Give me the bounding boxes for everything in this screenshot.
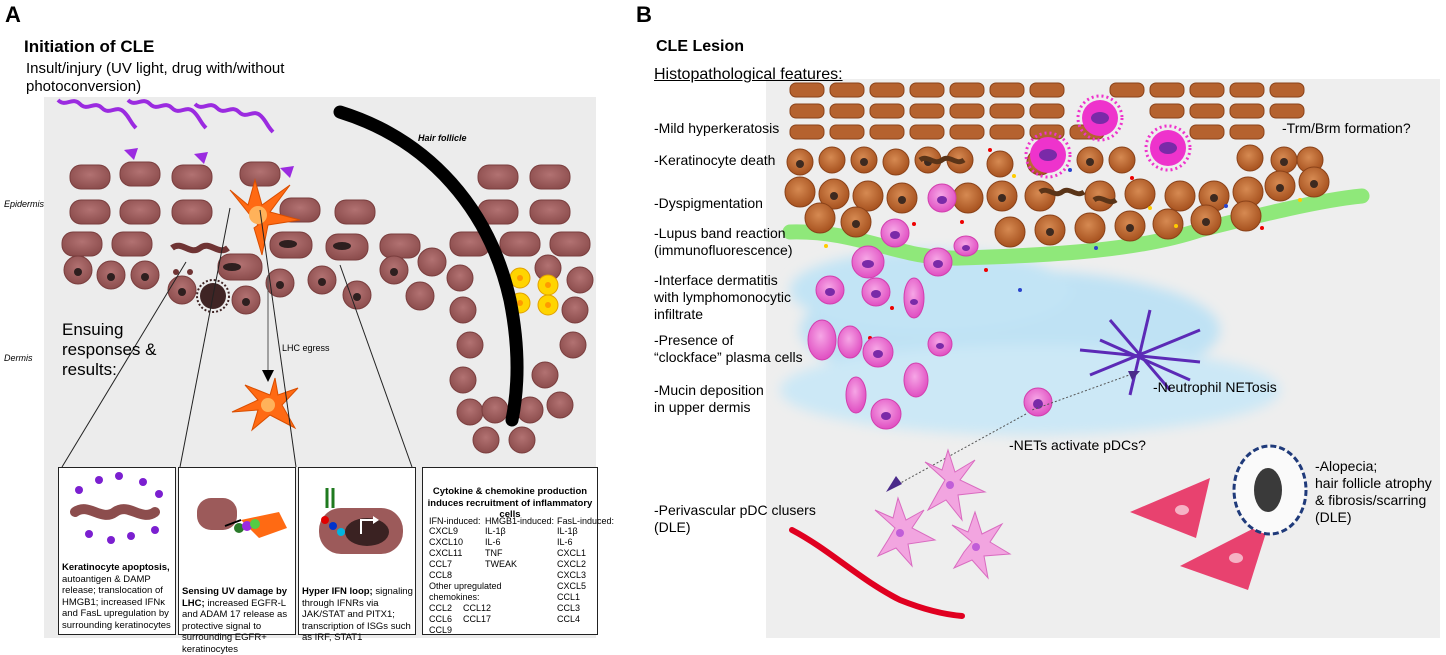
box1-text: autoantigen & DAMP release; translocatio… xyxy=(62,573,171,631)
box2-bold: Sensing UV damage by LHC; xyxy=(182,586,288,609)
box3-text: signaling through IFNRs via JAK/STAT and… xyxy=(302,586,413,643)
apoptosis-icon xyxy=(70,472,163,544)
blood-vessel xyxy=(789,527,965,619)
ifn-loop-icon xyxy=(319,488,403,554)
ensuing-label: Ensuing responses & results: xyxy=(62,320,157,379)
panel-b-letter: B xyxy=(636,2,652,27)
uv-arrowheads xyxy=(124,148,294,178)
trm-cells xyxy=(1024,94,1192,179)
box4-fasl-header: FasL-induced: xyxy=(557,516,615,526)
lhc-sensing-icon xyxy=(197,498,287,538)
lhc-egress-label: LHC egress xyxy=(282,343,330,353)
panel-b-illustration xyxy=(780,82,1370,619)
box4-other-header: Other upregulated chemokines: xyxy=(429,581,502,602)
feature-keratinocyte-death: -Keratinocyte death xyxy=(654,152,776,168)
migrating-langerhans-cell xyxy=(231,377,299,432)
feature-plasma-cells: -Presence of “clockface” plasma cells xyxy=(654,332,803,365)
box4-fasl-items: IL-1β IL-6 CXCL1 CXCL2 CXCL3 CXCL5 CCL1 … xyxy=(557,526,587,624)
box4-other-col2: CCL12 CCL17 xyxy=(463,603,492,624)
feature-dyspigmentation: -Dyspigmentation xyxy=(654,195,763,211)
epidermis-keratinocytes xyxy=(61,161,421,281)
trm-label: -Trm/Brm formation? xyxy=(1282,120,1411,136)
box4-other-col1: CCL2 CCL6 CCL9 xyxy=(429,603,453,635)
box4-ifn-header: IFN-induced: xyxy=(429,516,481,526)
feature-mucin: -Mucin deposition in upper dermis xyxy=(654,382,764,415)
neutrophil-nets xyxy=(1079,309,1201,396)
alopecia-label: -Alopecia; hair follicle atrophy & fibro… xyxy=(1315,458,1432,525)
atrophic-hair-follicle xyxy=(1232,444,1308,536)
netosis-label: -Neutrophil NETosis xyxy=(1153,379,1277,395)
panel-b-title: CLE Lesion xyxy=(656,38,745,55)
uv-light-rays xyxy=(56,98,275,134)
histo-heading: Histopathological features: xyxy=(654,66,843,83)
dying-keratinocytes xyxy=(918,155,1118,205)
panel-a-title: Initiation of CLE xyxy=(24,37,155,56)
feature-hyperkeratosis: -Mild hyperkeratosis xyxy=(654,120,780,136)
langerhans-cell xyxy=(229,178,301,256)
feature-pdc-clusters: -Perivascular pDC clusers (DLE) xyxy=(654,502,816,535)
box4-title: Cytokine & chemokine production induces … xyxy=(427,486,593,520)
box4-hmgb1-items: IL-1β IL-6 TNF TWEAK xyxy=(485,526,518,569)
feature-interface-dermatitis: -Interface dermatitis with lymphomonocyt… xyxy=(654,272,791,322)
box-keratinocyte-apoptosis: Keratinocyte apoptosis, autoantigen & DA… xyxy=(58,467,176,635)
panel-a-letter: A xyxy=(5,2,21,27)
epidermis-nuclei xyxy=(223,240,351,271)
hair-follicle-shaft xyxy=(333,105,524,427)
follicle-cells xyxy=(446,164,594,454)
panel-a-illustration xyxy=(56,98,594,468)
box-cytokines: Cytokine & chemokine production induces … xyxy=(422,467,614,635)
dermis-label: Dermis xyxy=(4,353,33,363)
lupus-band xyxy=(782,188,1370,266)
insult-label: Insult/injury (UV light, drug with/witho… xyxy=(26,60,285,95)
lesion-keratinocytes xyxy=(784,144,1330,248)
box-hyper-ifn: Hyper IFN loop; signaling through IFNRs … xyxy=(298,467,416,643)
apoptotic-keratinocyte xyxy=(170,242,230,254)
hair-follicle-label: Hair follicle xyxy=(418,133,467,143)
dermis-cells xyxy=(63,247,447,315)
box3-bold: Hyper IFN loop; xyxy=(302,586,373,597)
pdc-clusters xyxy=(874,448,1012,580)
nets-pdc-label: -NETs activate pDCs? xyxy=(1009,437,1146,453)
box4-ifn-items: CXCL9 CXCL10 CXCL11 CCL7 CCL8 xyxy=(429,526,464,580)
box4-hmgb1-header: HMGB1-induced: xyxy=(485,516,555,526)
epidermis-label: Epidermis xyxy=(4,199,45,209)
stratum-corneum xyxy=(789,82,1305,140)
box1-bold: Keratinocyte apoptosis, xyxy=(62,562,170,573)
feature-lupus-band: -Lupus band reaction (immunofluorescence… xyxy=(654,225,793,258)
fibroblasts xyxy=(1130,478,1270,590)
